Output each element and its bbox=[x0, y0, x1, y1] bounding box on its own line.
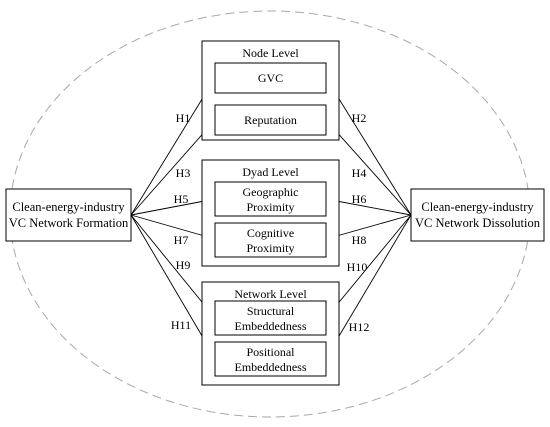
geographic-proximity-label-line1: Geographic bbox=[243, 185, 299, 199]
geographic-proximity-label-line2: Proximity bbox=[246, 200, 294, 214]
connector-formation-gvc bbox=[130, 77, 216, 216]
connector-formation-reputation bbox=[130, 119, 216, 216]
reputation-label: Reputation bbox=[244, 113, 297, 127]
positional-embeddedness-label-line1: Positional bbox=[246, 345, 295, 359]
formation-label-line2: VC Network Formation bbox=[9, 216, 129, 230]
positional-embeddedness-label-line2: Embeddedness bbox=[235, 360, 307, 374]
positional-embeddedness-box bbox=[214, 341, 327, 377]
network-level-group: Network Level Structural Embeddedness Po… bbox=[201, 281, 340, 386]
hypothesis-label-h4: H4 bbox=[352, 166, 367, 180]
structural-embeddedness-label-line1: Structural bbox=[247, 304, 295, 318]
connector-positional-dissolution bbox=[325, 214, 412, 359]
hypothesis-label-h11: H11 bbox=[171, 318, 191, 332]
structural-embeddedness-box bbox=[214, 300, 327, 336]
connector-cognitive-dissolution bbox=[325, 214, 412, 240]
cognitive-proximity-label-line1: Cognitive bbox=[247, 226, 294, 240]
hypothesis-label-h7: H7 bbox=[174, 233, 189, 247]
structural-embeddedness-label-line2: Embeddedness bbox=[235, 319, 307, 333]
dissolution-label-line2: VC Network Dissolution bbox=[415, 216, 541, 230]
connector-formation-structural bbox=[130, 214, 216, 319]
connector-geographic-dissolution bbox=[325, 198, 412, 216]
connector-formation-positional bbox=[130, 214, 216, 359]
formation-connectors bbox=[130, 77, 216, 359]
hypothesis-label-h12: H12 bbox=[349, 320, 370, 334]
formation-node: Clean-energy-industry VC Network Formati… bbox=[5, 188, 132, 242]
hypothesis-labels-left: H1 H3 H5 H7 H9 H11 bbox=[171, 111, 191, 332]
geographic-proximity-box bbox=[214, 181, 327, 217]
hypothesis-label-h10: H10 bbox=[347, 260, 368, 274]
gvc-box bbox=[214, 62, 327, 94]
hypothesis-label-h5: H5 bbox=[174, 192, 189, 206]
hypothesis-labels-right: H2 H4 H6 H8 H10 H12 bbox=[347, 111, 370, 334]
dyad-level-title: Dyad Level bbox=[242, 165, 299, 179]
connector-formation-cognitive bbox=[130, 214, 216, 240]
reputation-box bbox=[214, 104, 327, 136]
dissolution-label-line1: Clean-energy-industry bbox=[421, 200, 534, 214]
connector-gvc-dissolution bbox=[325, 77, 412, 216]
connector-formation-geographic bbox=[130, 198, 216, 216]
dyad-level-group: Dyad Level Geographic Proximity Cognitiv… bbox=[201, 159, 340, 267]
dissolution-node: Clean-energy-industry VC Network Dissolu… bbox=[410, 188, 545, 242]
cognitive-proximity-box bbox=[214, 222, 327, 258]
hypothesis-label-h8: H8 bbox=[352, 233, 367, 247]
hypothesis-label-h9: H9 bbox=[176, 258, 191, 272]
hypothesis-label-h1: H1 bbox=[176, 111, 191, 125]
hypothesis-label-h2: H2 bbox=[352, 111, 367, 125]
dissolution-box bbox=[410, 188, 545, 242]
node-level-group: Node Level GVC Reputation bbox=[201, 40, 340, 141]
node-level-title: Node Level bbox=[242, 46, 299, 60]
formation-label-line1: Clean-energy-industry bbox=[12, 200, 125, 214]
cognitive-proximity-label-line2: Proximity bbox=[246, 241, 294, 255]
formation-box bbox=[5, 188, 132, 242]
dissolution-connectors bbox=[325, 77, 412, 359]
connector-structural-dissolution bbox=[325, 214, 412, 319]
hypothesis-label-h6: H6 bbox=[352, 192, 367, 206]
network-level-title: Network Level bbox=[234, 287, 307, 301]
hypothesis-label-h3: H3 bbox=[176, 166, 191, 180]
connector-reputation-dissolution bbox=[325, 119, 412, 216]
gvc-label: GVC bbox=[258, 71, 283, 85]
